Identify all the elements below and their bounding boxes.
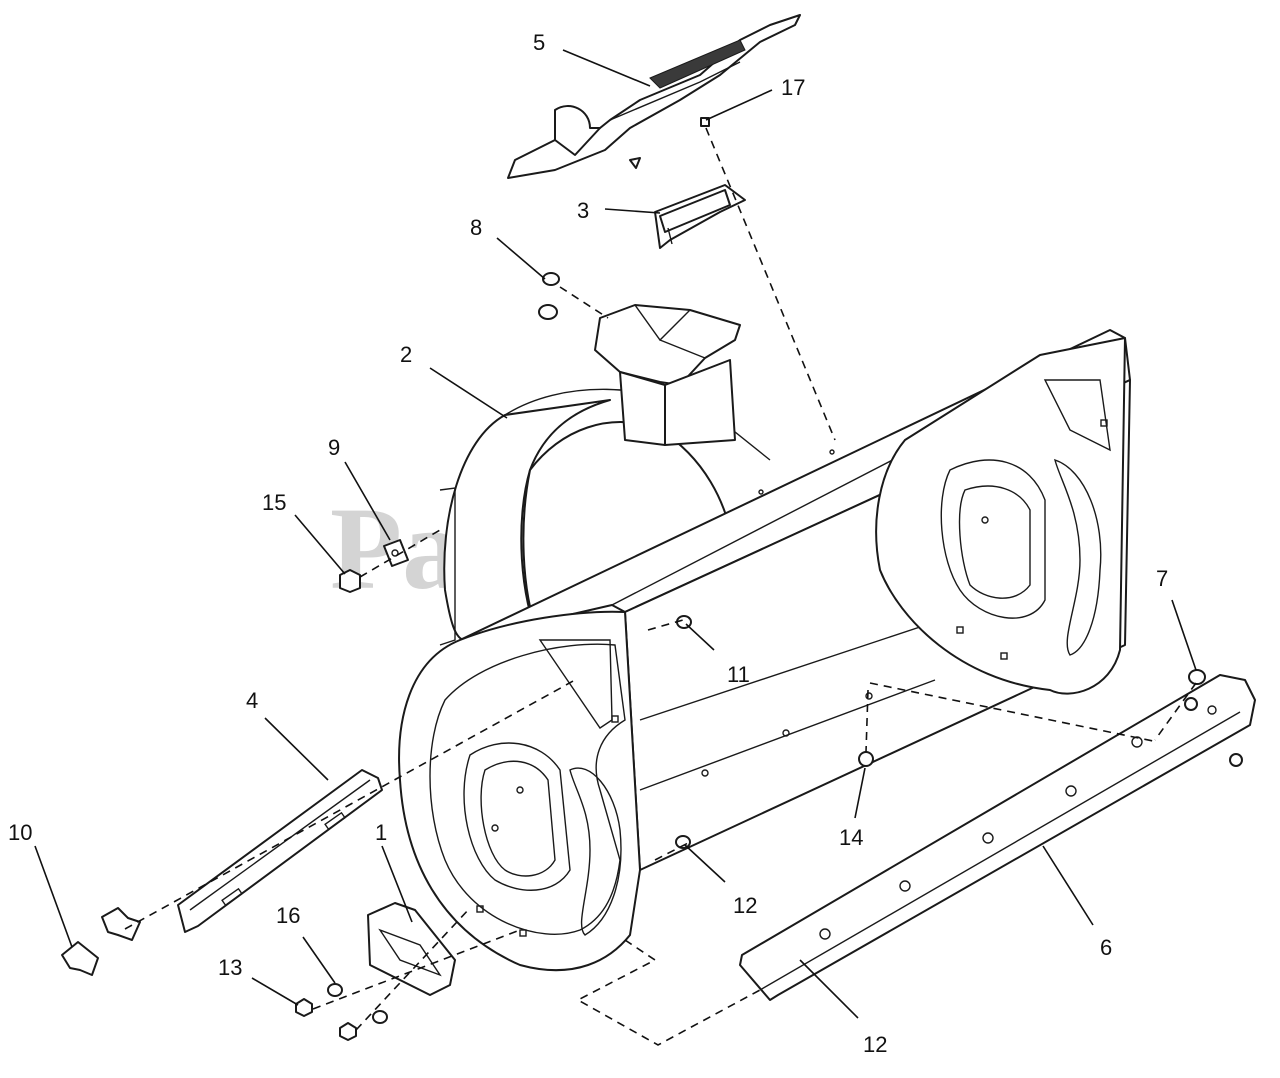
hex-bolt[interactable] bbox=[339, 569, 361, 593]
leader-12-upper bbox=[684, 844, 726, 883]
hex-nut-lower[interactable] bbox=[339, 1022, 357, 1041]
leader-14 bbox=[854, 767, 866, 819]
callout-12-lower: 12 bbox=[863, 1032, 887, 1057]
dashed-line-8 bbox=[559, 286, 609, 319]
callout-4: 4 bbox=[246, 688, 258, 713]
callout-15: 15 bbox=[262, 490, 286, 515]
wing-nut-inner[interactable] bbox=[101, 907, 141, 941]
wing-nut-outer[interactable] bbox=[61, 941, 99, 976]
callout-8: 8 bbox=[470, 215, 482, 240]
dashed-line-14 bbox=[865, 689, 869, 753]
callout-14: 14 bbox=[839, 825, 863, 850]
dashed-line-plate bbox=[576, 939, 761, 1046]
leader-4 bbox=[264, 717, 329, 781]
hex-nut-13[interactable] bbox=[295, 998, 313, 1017]
dashed-line-10 bbox=[124, 679, 576, 930]
callout-6: 6 bbox=[1100, 935, 1112, 960]
washer-16[interactable] bbox=[327, 983, 343, 997]
chute-crank-assembly[interactable] bbox=[507, 14, 801, 179]
callout-1: 1 bbox=[375, 820, 387, 845]
leader-15 bbox=[294, 514, 346, 575]
chute-collar[interactable] bbox=[594, 304, 741, 446]
dashed-line-13 bbox=[312, 929, 521, 1010]
leader-6 bbox=[1042, 845, 1094, 926]
carriage-bolt-12-upper[interactable] bbox=[675, 835, 691, 849]
dashed-line-7 bbox=[1154, 682, 1197, 741]
leader-8 bbox=[496, 237, 546, 280]
leader-1 bbox=[381, 845, 413, 923]
chute-bracket[interactable] bbox=[654, 184, 746, 249]
leader-11 bbox=[685, 623, 715, 651]
dashed-line-12 bbox=[654, 841, 691, 861]
leader-3 bbox=[604, 208, 661, 214]
callout-10: 10 bbox=[8, 820, 32, 845]
leader-5 bbox=[562, 49, 651, 87]
callout-11: 11 bbox=[727, 662, 750, 687]
cotter-pin[interactable] bbox=[700, 117, 710, 127]
leader-16 bbox=[302, 936, 336, 984]
callout-9: 9 bbox=[328, 435, 340, 460]
leader-17 bbox=[705, 89, 773, 121]
callout-12-upper: 12 bbox=[733, 893, 757, 918]
callout-17: 17 bbox=[781, 75, 805, 100]
leader-7 bbox=[1171, 599, 1197, 671]
callout-7: 7 bbox=[1156, 566, 1168, 591]
leader-13 bbox=[251, 977, 299, 1006]
leader-9 bbox=[344, 461, 391, 541]
washer-lower[interactable] bbox=[372, 1010, 388, 1024]
dashed-line-11 bbox=[647, 617, 691, 631]
plug-7[interactable] bbox=[1188, 669, 1206, 685]
leader-12-lower bbox=[799, 959, 859, 1019]
leader-10 bbox=[34, 845, 73, 948]
callout-5: 5 bbox=[533, 30, 545, 55]
flange-nut-14[interactable] bbox=[858, 751, 874, 767]
dashed-line-6 bbox=[869, 682, 1159, 743]
callout-3: 3 bbox=[577, 198, 589, 223]
leader-2 bbox=[429, 367, 508, 419]
shave-plate[interactable] bbox=[739, 674, 1256, 1001]
bushing-lower[interactable] bbox=[538, 304, 558, 320]
callout-16: 16 bbox=[276, 903, 300, 928]
callout-2: 2 bbox=[400, 342, 412, 367]
dashed-line-17 bbox=[705, 127, 836, 441]
dashed-line-15 bbox=[359, 529, 441, 578]
bushing-upper[interactable] bbox=[542, 272, 560, 286]
callout-13: 13 bbox=[218, 955, 242, 980]
skid-shoe[interactable] bbox=[177, 769, 383, 933]
skid-pad[interactable] bbox=[367, 902, 456, 996]
auger-housing-frame[interactable] bbox=[398, 329, 1131, 972]
